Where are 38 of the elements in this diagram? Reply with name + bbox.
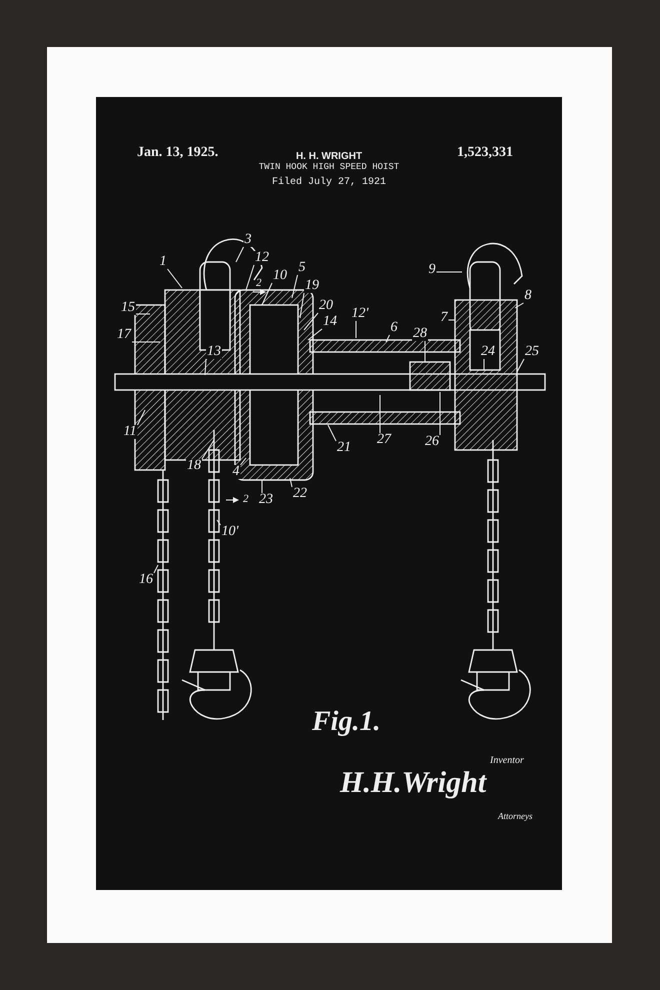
leader-line — [386, 334, 390, 342]
patent-date: Jan. 13, 1925. — [137, 146, 218, 160]
inventor-name: H. H. WRIGHT — [296, 152, 362, 162]
section-mark: 2 — [243, 494, 248, 505]
patent-title: TWIN HOOK HIGH SPEED HOIST — [258, 163, 400, 172]
leader-line — [236, 246, 244, 262]
leader-line — [204, 358, 206, 376]
leader-line — [246, 264, 254, 290]
callout-number: 3 — [244, 233, 252, 247]
figure-label: Fig.1. — [312, 708, 380, 736]
callout-number: 15 — [120, 301, 136, 315]
inventor-caption: Inventor — [490, 756, 524, 766]
callout-number: 28 — [412, 327, 428, 341]
leader-line — [136, 410, 146, 426]
callout-number: 4 — [232, 465, 240, 479]
callout-number: 11 — [122, 425, 138, 439]
leader-line — [328, 424, 336, 442]
leader-line — [516, 358, 524, 372]
leader-line — [424, 340, 426, 362]
patent-number: 1,523,331 — [457, 146, 513, 160]
leader-line — [304, 312, 318, 330]
attorneys-caption: Attorneys — [498, 812, 532, 821]
leader-line — [292, 274, 298, 298]
callout-number: 12 — [254, 251, 270, 265]
leader-line — [167, 268, 182, 288]
section-mark: 2 — [256, 278, 262, 289]
inventor-signature: H.H.Wright — [340, 768, 486, 798]
callout-number: 19 — [304, 279, 320, 293]
leader-line — [514, 302, 524, 308]
leader-line — [202, 440, 214, 460]
leader-line — [240, 458, 246, 466]
leader-line — [216, 520, 221, 526]
filing-date: Filed July 27, 1921 — [272, 178, 386, 188]
leader-line — [308, 328, 322, 340]
leader-line — [262, 282, 272, 306]
callout-number: 13 — [206, 345, 222, 359]
leader-line — [290, 478, 292, 488]
leader-line — [300, 292, 304, 318]
